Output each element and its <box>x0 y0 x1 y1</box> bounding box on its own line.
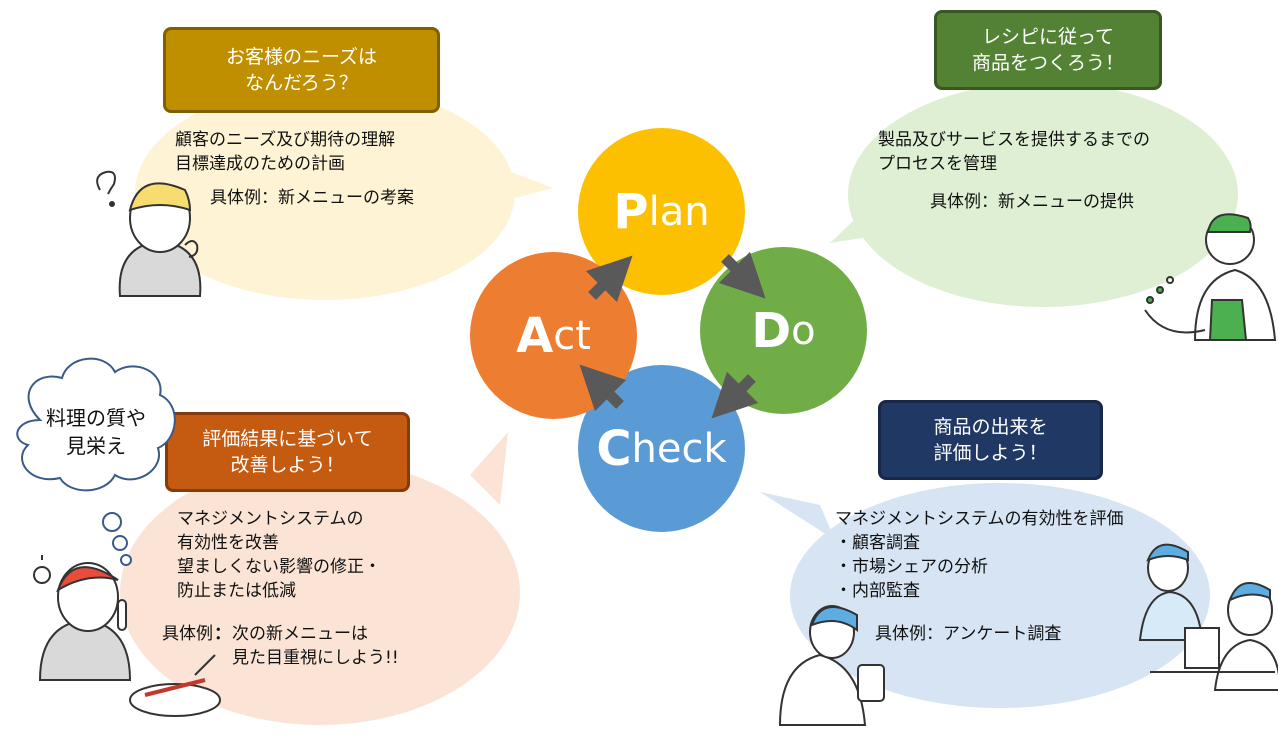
arrow-do-to-check <box>711 371 759 419</box>
do-label-rest: o <box>791 307 816 354</box>
plan-label-rest: lan <box>648 188 710 235</box>
check-example: 具体例：アンケート調査 <box>875 624 1062 644</box>
act-title-box: 評価結果に基づいて 改善しよう！ <box>165 412 410 492</box>
plan-title: お客様のニーズは なんだろう？ <box>225 46 378 94</box>
arrow-plan-to-do <box>718 251 766 299</box>
act-example-label: 具体例 <box>162 624 213 644</box>
act-example-colon: ： <box>214 624 231 644</box>
do-example: 具体例：新メニューの提供 <box>930 192 1134 212</box>
do-title-box: レシピに従って 商品をつくろう！ <box>934 10 1162 90</box>
thought-text: 料理の質や 見栄え <box>46 406 146 458</box>
plan-example: 具体例：新メニューの考案 <box>210 188 414 208</box>
plan-initial: P <box>613 183 649 240</box>
do-title: レシピに従って 商品をつくろう！ <box>971 26 1124 74</box>
check-body: マネジメントシステムの有効性を評価 ・顧客調査 ・市場シェアの分析 ・内部監査 <box>835 509 1124 601</box>
act-speech-bubble <box>120 460 520 725</box>
do-body: 製品及びサービスを提供するまでの プロセスを管理 <box>878 130 1150 174</box>
plan-body: 顧客のニーズ及び期待の理解 目標達成のための計画 <box>175 130 396 174</box>
plan-title-box: お客様のニーズは なんだろう？ <box>163 27 440 113</box>
do-initial: D <box>751 302 792 359</box>
act-body: マネジメントシステムの 有効性を改善 望ましくない影響の修正・ 防止または低減 <box>177 509 381 601</box>
act-initial: A <box>516 307 554 364</box>
food-dish-icon <box>129 654 221 717</box>
act-title: 評価結果に基づいて 改善しよう！ <box>202 428 373 476</box>
thinking-person-icon <box>96 170 202 297</box>
check-label-rest: heck <box>631 425 727 472</box>
check-initial: C <box>596 420 632 477</box>
cook-icon <box>1144 213 1277 341</box>
act-label-rest: ct <box>553 312 591 359</box>
arrow-check-to-act <box>579 364 627 412</box>
restaurant-staff-icon <box>1138 543 1278 691</box>
act-example-text: 次の新メニューは 見た目重視にしよう!! <box>232 624 399 668</box>
check-title: 商品の出来を 評価しよう！ <box>933 416 1048 464</box>
tablet-person-icon <box>778 605 885 726</box>
do-speech-bubble <box>848 82 1238 307</box>
check-title-box: 商品の出来を 評価しよう！ <box>878 400 1103 480</box>
idea-person-icon <box>33 555 132 681</box>
plan-speech-bubble <box>135 85 515 300</box>
arrow-act-to-plan <box>585 255 633 303</box>
